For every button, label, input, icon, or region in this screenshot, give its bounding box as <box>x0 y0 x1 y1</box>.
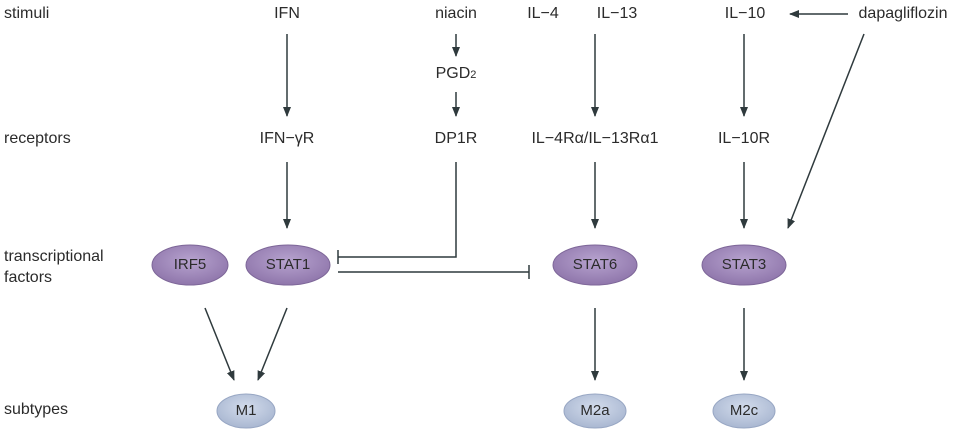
stimulus-il13: IL−13 <box>596 5 638 22</box>
stat3-node <box>701 244 787 286</box>
row-label-receptors: receptors <box>4 130 71 147</box>
m1-node <box>216 393 276 429</box>
factor-label-stat3: STAT3 <box>721 256 767 273</box>
intermediate-pgd2: PGD2 <box>436 64 477 85</box>
arrow-irf5-to-m1 <box>204 307 235 381</box>
irf5-node <box>151 244 229 286</box>
factor-label-stat1: STAT1 <box>265 256 311 273</box>
stat6-node <box>552 244 638 286</box>
arrow-stat1-to-m1 <box>257 307 288 381</box>
factor-label-stat6: STAT6 <box>572 256 618 273</box>
m2a-node <box>563 393 627 429</box>
stimulus-il10: IL−10 <box>724 5 766 22</box>
receptor-il10r: IL−10R <box>717 130 771 147</box>
subtype-label-m2c: M2c <box>729 402 759 419</box>
receptor-ifngr: IFN−γR <box>259 130 315 147</box>
row-label-transcriptional: transcriptional <box>4 248 104 265</box>
m2c-node <box>712 393 776 429</box>
inhibit-dp1r-to-stat1 <box>338 162 457 258</box>
factor-label-irf5: IRF5 <box>173 256 207 273</box>
stimulus-niacin: niacin <box>435 5 477 22</box>
row-label-subtypes: subtypes <box>4 401 69 418</box>
row-label-factors: factors <box>4 269 53 286</box>
pgd2-base: PGD <box>435 65 471 82</box>
row-label-stimuli: stimuli <box>4 5 50 22</box>
receptor-dp1r: DP1R <box>434 130 478 147</box>
arrow-dapagliflozin-to-stat3 <box>787 33 865 229</box>
stimulus-dapagliflozin: dapagliflozin <box>858 5 948 22</box>
receptor-il4r-il13r: IL−4Rα/IL−13Rα1 <box>531 130 659 147</box>
stimulus-ifn: IFN <box>274 5 300 22</box>
subtype-label-m1: M1 <box>235 402 257 419</box>
subtype-label-m2a: M2a <box>580 402 610 419</box>
stat1-node <box>245 244 331 286</box>
pgd2-subscript: 2 <box>470 69 477 81</box>
stimulus-il4: IL−4 <box>527 5 559 22</box>
